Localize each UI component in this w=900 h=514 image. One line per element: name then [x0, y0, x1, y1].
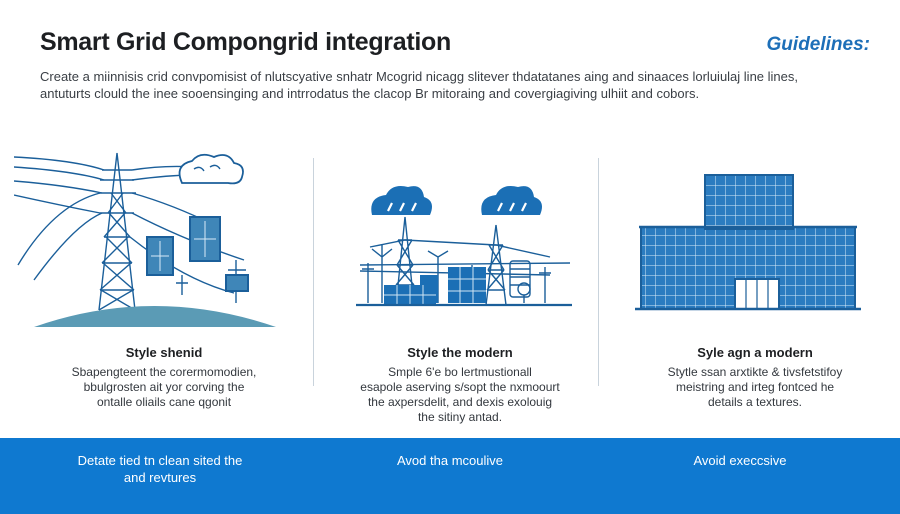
footer-item: Avod tha mcoulive: [340, 452, 560, 469]
footer-item: Avoid execcsive: [630, 452, 850, 469]
intro-paragraph: Create a miinnisis crid convpomisist of …: [40, 68, 860, 102]
panel-line: details a textures.: [707, 395, 803, 409]
footer-item: Detate tied tn clean sited the and revtu…: [50, 452, 270, 486]
solar-building-icon: [635, 174, 861, 311]
intro-line: Create a miinnisis crid convpomisist of …: [40, 69, 798, 84]
panel-divider: [313, 158, 314, 386]
panel-description: Sbapengteent the corermomodien, bbulgros…: [14, 365, 314, 410]
panel-line: meistring and irteg fontced he: [675, 380, 835, 394]
transmission-tower-icon: [14, 152, 276, 327]
panel-line: the axpersdelit, and dexis exolouig: [367, 395, 553, 409]
panel-line: ontalle oliails cane qgonit: [96, 395, 232, 409]
footer-band: Detate tied tn clean sited the and revtu…: [0, 438, 900, 514]
panel-smart-grid: Style the modern Smple 6'e bo lertmustio…: [310, 145, 610, 424]
page-title: Smart Grid Compongrid integration: [40, 28, 451, 56]
panel-transmission: Style shenid Sbapengteent the corermomod…: [14, 145, 314, 409]
footer-line: and revtures: [123, 470, 197, 485]
panel-title: Style shenid: [125, 345, 203, 360]
panel-line: esapole aserving s/sopt the nxmoourt: [360, 380, 560, 394]
intro-line: antuturts clould the inee sooensinging a…: [40, 86, 700, 101]
smart-grid-cloud-icon: [356, 186, 572, 307]
footer-line: Avod tha mcoulive: [397, 453, 503, 468]
panel-line: Stytle ssan arxtikte & tivsfetstifoy: [667, 365, 843, 379]
panel-title: Syle agn a modern: [697, 345, 813, 360]
footer-line: Avoid execcsive: [693, 453, 787, 468]
panel-description: Smple 6'e bo lertmustionall esapole aser…: [310, 365, 610, 425]
panel-line: Sbapengteent the corermomodien,: [71, 365, 257, 379]
footer-line: Detate tied tn clean sited the: [77, 453, 243, 468]
panel-solar-building: Syle agn a modern Stytle ssan arxtikte &…: [605, 145, 900, 409]
panel-line: bbulgrosten ait yor corving the: [83, 380, 245, 394]
panel-divider: [598, 158, 599, 386]
panel-title: Style the modern: [407, 345, 513, 360]
panel-line: Smple 6'e bo lertmustionall: [388, 365, 532, 379]
panel-line: the sitiny antad.: [417, 410, 503, 424]
guidelines-heading: Guidelines:: [766, 34, 870, 55]
panel-description: Stytle ssan arxtikte & tivsfetstifoy mei…: [605, 365, 900, 410]
